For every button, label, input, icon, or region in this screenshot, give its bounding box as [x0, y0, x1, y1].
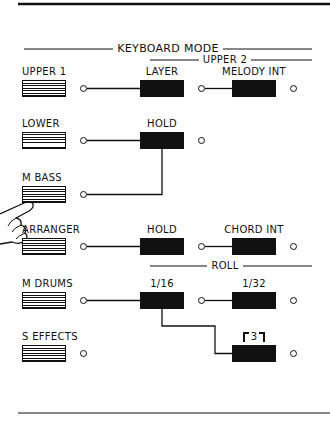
button-row: [22, 80, 87, 97]
button-label: HOLD: [147, 224, 177, 236]
button-label-row: CHORD INT: [232, 224, 276, 236]
button-label: 3: [251, 331, 258, 343]
button-label-row: UPPER 1: [22, 66, 87, 78]
button-row: [232, 238, 297, 255]
indicator-led: [290, 243, 297, 250]
bottom-rule: [18, 412, 330, 413]
mode-button: S EFFECTS: [22, 331, 87, 362]
mode-button: UPPER 1: [22, 66, 87, 97]
button-label: M BASS: [22, 172, 62, 184]
connector-line: [87, 300, 140, 301]
button-label-row: 3: [232, 331, 276, 343]
option-button: HOLD: [140, 118, 205, 149]
top-rule: [18, 3, 330, 6]
striped-button: [22, 132, 66, 149]
button-row: [22, 132, 87, 149]
connector-line: [205, 246, 232, 247]
option-button: CHORD INT: [232, 224, 297, 255]
button-label: 1/16: [150, 278, 174, 290]
striped-button: [22, 292, 66, 309]
option-button: 1/32: [232, 278, 297, 309]
button-row: [22, 292, 87, 309]
option-button: MELODY INT: [232, 66, 297, 97]
striped-button: [22, 186, 66, 203]
indicator-led: [80, 137, 87, 144]
button-row: [232, 292, 297, 309]
indicator-led: [290, 85, 297, 92]
connector-line: [205, 300, 232, 301]
indicator-led: [290, 297, 297, 304]
option-button: 3: [232, 331, 297, 362]
black-button: [232, 292, 276, 309]
button-label-row: MELODY INT: [232, 66, 276, 78]
button-row: [232, 80, 297, 97]
button-label-row: 1/32: [232, 278, 276, 290]
connector-line: [87, 149, 162, 195]
option-button: 1/16: [140, 278, 205, 309]
indicator-led: [198, 243, 205, 250]
button-label: CHORD INT: [224, 224, 283, 236]
mode-button: ARRANGER: [22, 224, 87, 255]
button-row: [232, 345, 297, 362]
button-label-row: LAYER: [140, 66, 184, 78]
button-label: MELODY INT: [222, 66, 286, 78]
indicator-led: [198, 137, 205, 144]
button-row: [140, 292, 205, 309]
button-row: [140, 238, 205, 255]
indicator-led: [80, 297, 87, 304]
button-label: 1/32: [242, 278, 266, 290]
button-row: [140, 132, 205, 149]
button-label: HOLD: [147, 118, 177, 130]
button-label-row: HOLD: [140, 118, 184, 130]
black-button: [140, 292, 184, 309]
button-label: LOWER: [22, 118, 60, 130]
connector-line: [162, 309, 232, 354]
connector-line: [87, 246, 140, 247]
mode-button: M BASS: [22, 172, 87, 203]
group-label: UPPER 2: [199, 54, 251, 66]
button-row: [22, 186, 87, 203]
black-button: [232, 345, 276, 362]
black-button: [140, 132, 184, 149]
mode-button: LOWER: [22, 118, 87, 149]
button-label-row: HOLD: [140, 224, 184, 236]
button-label: LAYER: [146, 66, 179, 78]
button-label-row: S EFFECTS: [22, 331, 87, 343]
button-label-row: M BASS: [22, 172, 87, 184]
striped-button: [22, 80, 66, 97]
button-label-row: LOWER: [22, 118, 87, 130]
button-row: [22, 238, 87, 255]
black-button: [232, 80, 276, 97]
indicator-led: [80, 85, 87, 92]
button-label-row: M DRUMS: [22, 278, 87, 290]
indicator-led: [290, 350, 297, 357]
indicator-led: [80, 350, 87, 357]
button-label-row: ARRANGER: [22, 224, 87, 236]
indicator-led: [198, 297, 205, 304]
black-button: [232, 238, 276, 255]
indicator-led: [198, 85, 205, 92]
striped-button: [22, 238, 66, 255]
connector-line: [87, 88, 140, 89]
button-label-row: 1/16: [140, 278, 184, 290]
connector-line: [205, 88, 232, 89]
button-label: ARRANGER: [22, 224, 80, 236]
option-button: LAYER: [140, 66, 205, 97]
button-label: M DRUMS: [22, 278, 73, 290]
button-row: [22, 345, 87, 362]
indicator-led: [80, 191, 87, 198]
group-label: ROLL: [207, 260, 242, 272]
connector-line: [87, 140, 140, 141]
striped-button: [22, 345, 66, 362]
black-button: [140, 80, 184, 97]
button-row: [140, 80, 205, 97]
mode-button: M DRUMS: [22, 278, 87, 309]
indicator-led: [80, 243, 87, 250]
button-label: UPPER 1: [22, 66, 66, 78]
button-label: S EFFECTS: [22, 331, 78, 343]
option-button: HOLD: [140, 224, 205, 255]
black-button: [140, 238, 184, 255]
